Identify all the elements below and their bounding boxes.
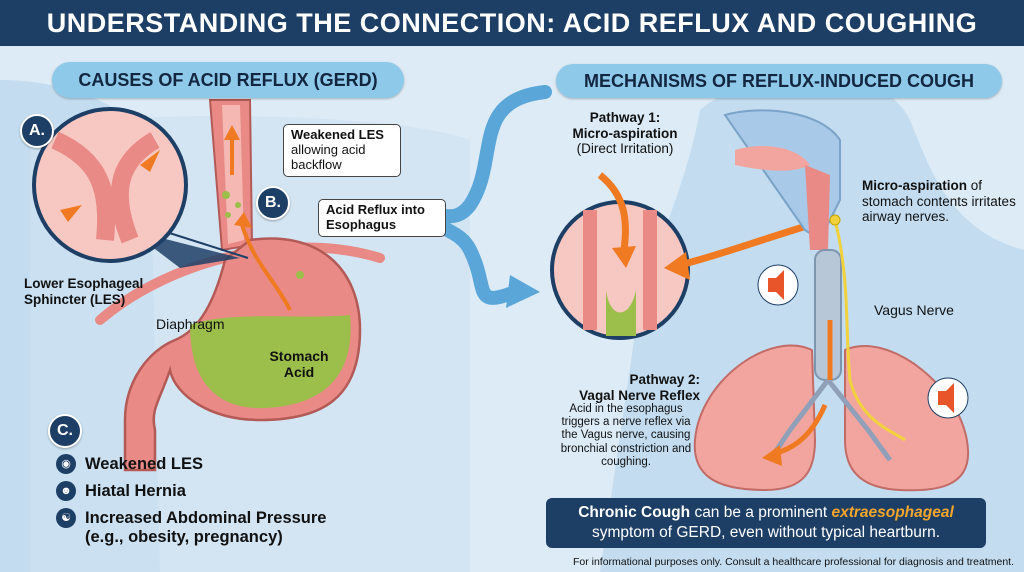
stomach-acid-label: Stomach Acid (269, 348, 329, 381)
pathway2-block: Pathway 2: Vagal Nerve Reflex Acid in th… (560, 372, 700, 468)
callout-weakened-les: Weakened LES allowing acid backflow (283, 124, 401, 177)
nasal-cavity (735, 145, 810, 171)
badge-a: A. (20, 114, 54, 148)
stomach-icon: ◉ (56, 454, 76, 474)
callout-acid-reflux: Acid Reflux into Esophagus (318, 199, 446, 237)
person-icon: ☻ (56, 481, 76, 501)
callout-les-bold: Weakened LES (291, 127, 384, 142)
vagus-nerve-label: Vagus Nerve (874, 302, 954, 318)
badge-b: B. (256, 186, 290, 220)
cause-item: ◉ Weakened LES (56, 454, 386, 474)
micro-aspiration-note: Micro-aspiration of stomach contents irr… (862, 178, 1016, 225)
causes-list: ◉ Weakened LES ☻ Hiatal Hernia ☯ Increas… (56, 454, 386, 547)
disclaimer: For informational purposes only. Consult… (572, 556, 1014, 568)
stomach-acid-pool (190, 315, 351, 409)
mechanisms-heading: MECHANISMS OF REFLUX-INDUCED COUGH (556, 64, 1002, 98)
causes-heading: CAUSES OF ACID REFLUX (GERD) (52, 62, 404, 98)
left-lung (693, 344, 817, 492)
cause-item: ☻ Hiatal Hernia (56, 481, 386, 501)
up-arrowhead-2 (234, 212, 252, 228)
causes-note: (e.g., obesity, pregnancy) (85, 528, 283, 546)
vagus-nerve (833, 219, 906, 442)
callout-les-rest: allowing acid backflow (291, 141, 366, 172)
throat (805, 165, 830, 250)
diaphragm-label: Diaphragm (156, 316, 225, 332)
people-icon: ☯ (56, 508, 76, 528)
badge-c: C. (48, 414, 82, 448)
connector-arrowhead (506, 275, 540, 308)
micro-aspiration-arrow (679, 221, 812, 269)
up-arrowhead-1 (224, 125, 240, 140)
right-lung (844, 345, 970, 492)
summary-box: Chronic Cough can be a prominent extraes… (546, 498, 986, 548)
page-title: UNDERSTANDING THE CONNECTION: ACID REFLU… (0, 0, 1024, 46)
pathway1-block: Pathway 1: Micro-aspiration (Direct Irri… (572, 110, 678, 157)
pathway1-arrow (597, 172, 629, 251)
cause-item: ☯ Increased Abdominal Pressure (56, 508, 386, 528)
reflux-arrow (240, 224, 292, 311)
les-label: Lower Esophageal Sphincter (LES) (24, 276, 144, 307)
